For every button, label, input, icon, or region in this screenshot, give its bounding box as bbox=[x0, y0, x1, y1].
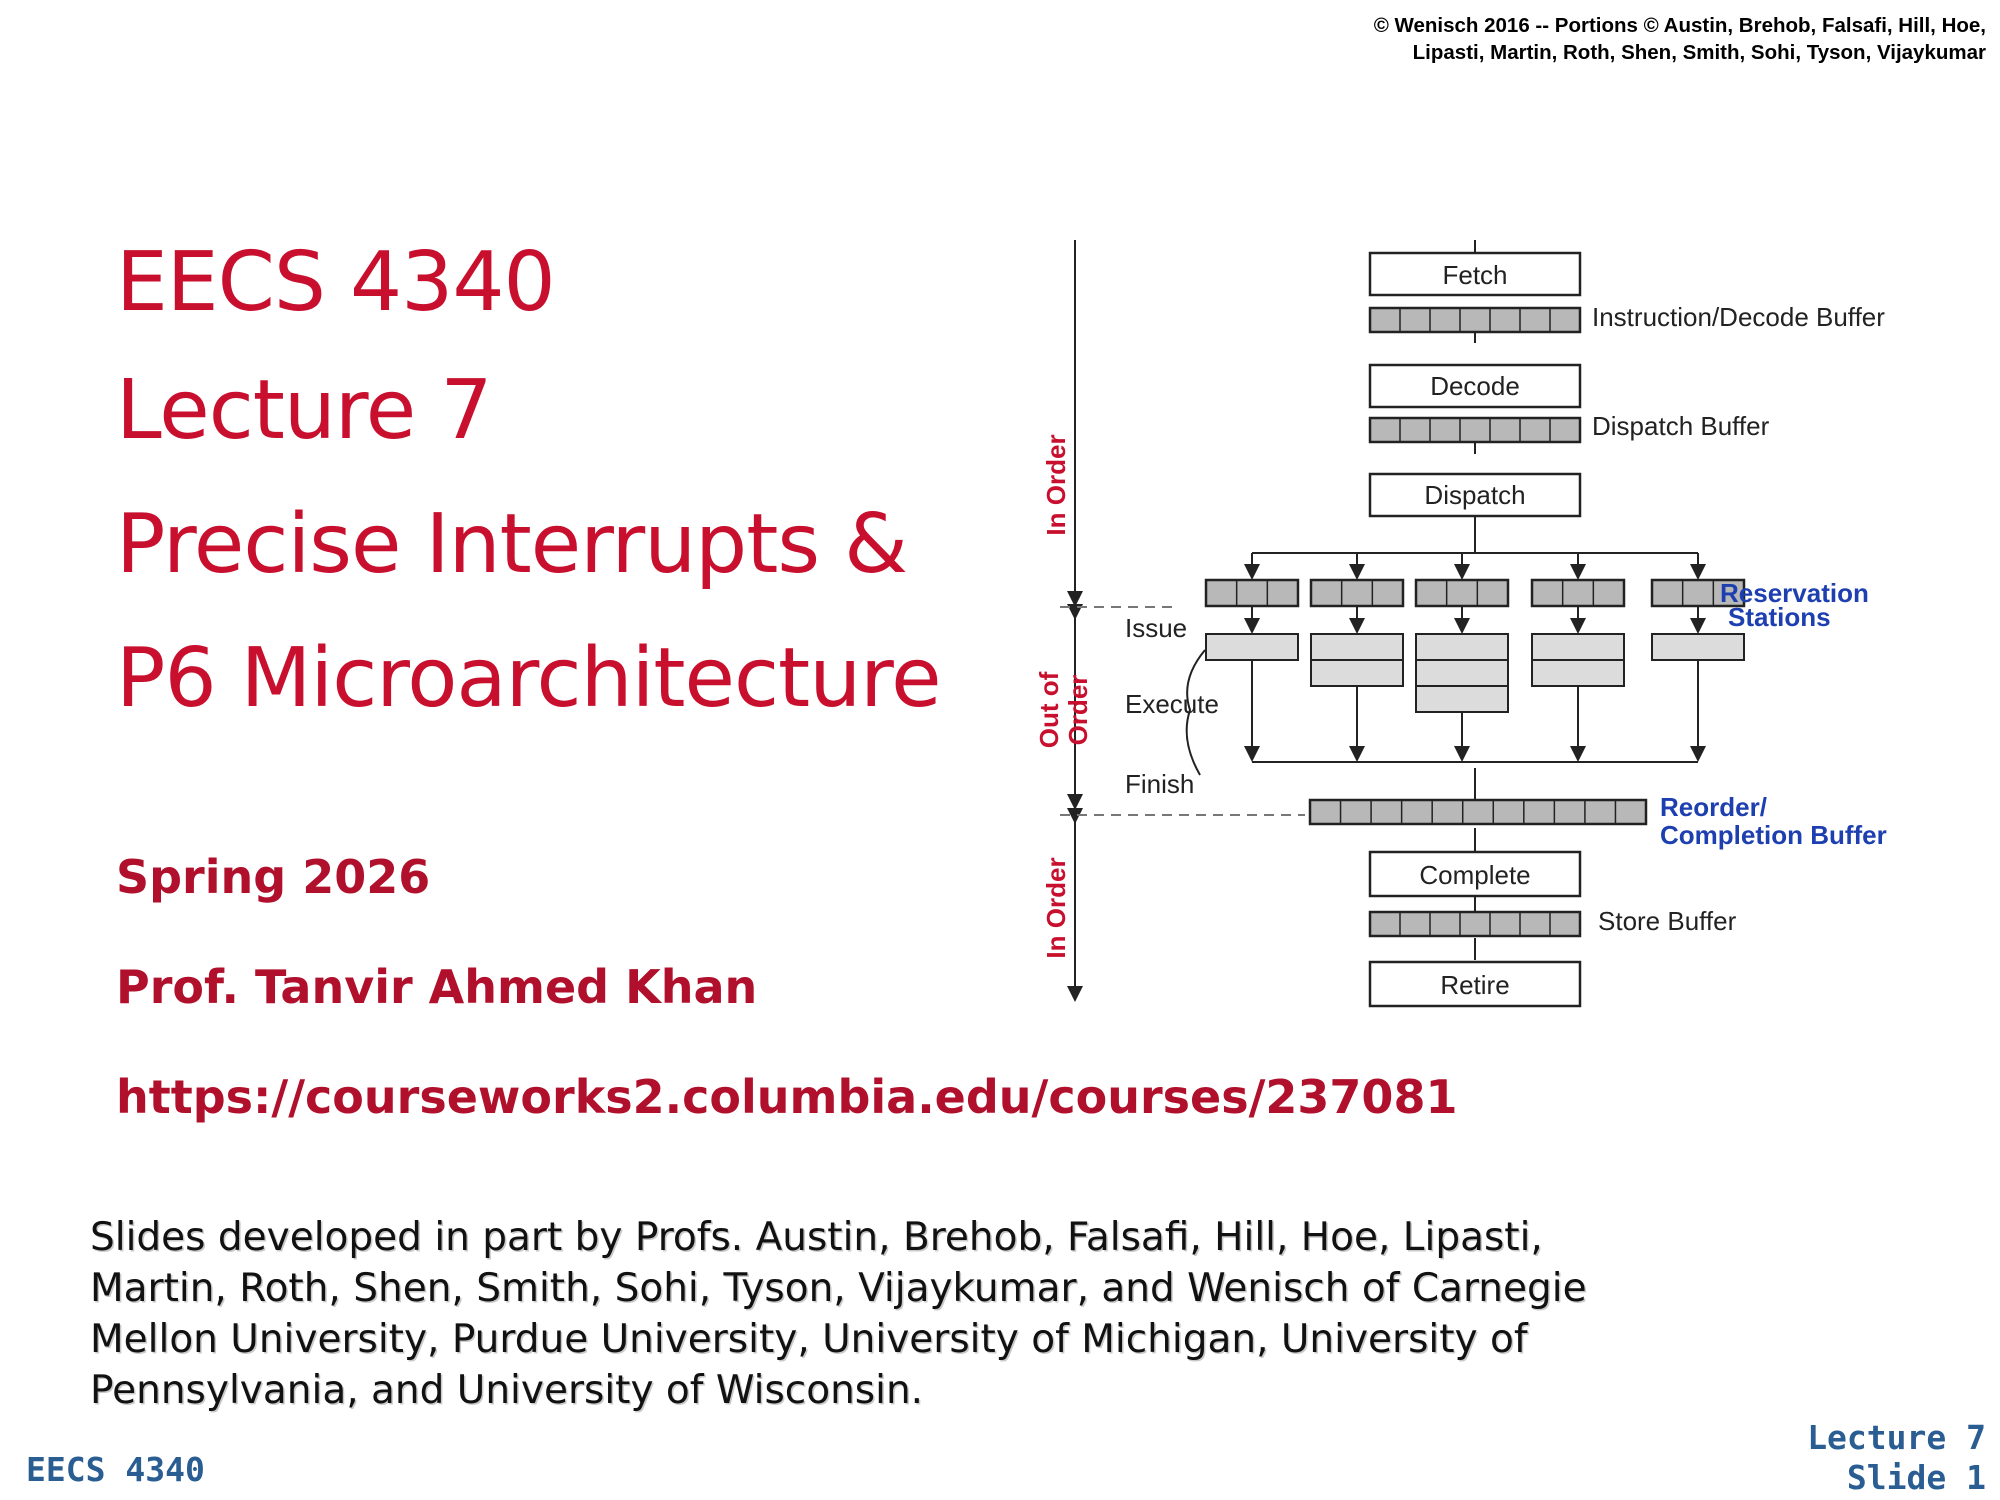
lecture-number: Lecture 7 bbox=[116, 363, 493, 458]
pipeline-diagram: In Order Out of Order In Order Issue Exe… bbox=[1034, 240, 1887, 1008]
complete-label: Complete bbox=[1419, 860, 1530, 890]
topic-line-1: Precise Interrupts & bbox=[116, 497, 908, 592]
credits-line-2: Martin, Roth, Shen, Smith, Sohi, Tyson, … bbox=[90, 1266, 1587, 1311]
reservation-station-1 bbox=[1204, 578, 1300, 608]
footer-course: EECS 4340 bbox=[26, 1450, 205, 1489]
store-buffer bbox=[1368, 910, 1582, 938]
course-title: EECS 4340 bbox=[116, 235, 556, 330]
instruction-decode-buffer bbox=[1368, 306, 1582, 334]
retire-label: Retire bbox=[1440, 970, 1509, 1000]
reorder-completion-buffer bbox=[1308, 798, 1648, 826]
professor-name: Prof. Tanvir Ahmed Khan bbox=[116, 960, 758, 1014]
credits-line-1: Slides developed in part by Profs. Austi… bbox=[90, 1215, 1543, 1260]
label-issue: Issue bbox=[1125, 613, 1187, 643]
label-in-order-top: In Order bbox=[1041, 434, 1071, 535]
fetch-stage bbox=[1368, 251, 1582, 297]
reservation-station-5 bbox=[1650, 578, 1746, 608]
copyright-line-2: Lipasti, Martin, Roth, Shen, Smith, Sohi… bbox=[1412, 41, 1986, 64]
dispatch-label: Dispatch bbox=[1424, 480, 1525, 510]
term: Spring 2026 bbox=[116, 850, 431, 904]
topic-line-2: P6 Microarchitecture bbox=[116, 631, 942, 726]
execute-brace bbox=[1185, 649, 1206, 776]
label-in-order-bottom: In Order bbox=[1041, 857, 1071, 958]
copyright-notice: © Wenisch 2016 -- Portions © Austin, Bre… bbox=[1086, 12, 1986, 66]
reservation-stations-label-1: Reservation bbox=[1720, 578, 1869, 608]
footer-slide-number: Slide 1 bbox=[1846, 1458, 1986, 1497]
dispatch-buffer-label: Dispatch Buffer bbox=[1592, 411, 1770, 441]
reorder-buffer-label-1: Reorder/ bbox=[1660, 792, 1767, 822]
reservation-station-2 bbox=[1309, 578, 1405, 608]
store-buffer-label: Store Buffer bbox=[1598, 906, 1737, 936]
decode-label: Decode bbox=[1430, 371, 1520, 401]
fetch-label: Fetch bbox=[1442, 260, 1507, 290]
dispatch-buffer bbox=[1368, 416, 1582, 444]
function-unit-5 bbox=[1650, 553, 1746, 762]
reservation-station-3 bbox=[1414, 578, 1510, 608]
footer-slide-info: Lecture 7 Slide 1 bbox=[1807, 1418, 1986, 1498]
reservation-station-4 bbox=[1530, 578, 1626, 608]
function-unit-4 bbox=[1530, 553, 1626, 762]
function-unit-3 bbox=[1414, 553, 1510, 762]
label-execute: Execute bbox=[1125, 689, 1219, 719]
decode-stage bbox=[1368, 363, 1582, 409]
credits-line-4: Pennsylvania, and University of Wisconsi… bbox=[90, 1368, 924, 1413]
credits-text: Slides developed in part by Profs. Austi… bbox=[90, 1212, 1790, 1416]
label-out-of-order-1: Out of bbox=[1034, 671, 1064, 748]
footer-lecture: Lecture 7 bbox=[1807, 1418, 1986, 1457]
complete-stage bbox=[1368, 850, 1582, 898]
reorder-buffer-label-2: Completion Buffer bbox=[1660, 820, 1887, 850]
label-out-of-order-2: Order bbox=[1063, 675, 1093, 746]
label-finish: Finish bbox=[1125, 769, 1194, 799]
copyright-line-1: © Wenisch 2016 -- Portions © Austin, Bre… bbox=[1373, 14, 1986, 37]
function-unit-1 bbox=[1204, 553, 1300, 762]
credits-line-3: Mellon University, Purdue University, Un… bbox=[90, 1317, 1528, 1362]
course-url[interactable]: https://courseworks2.columbia.edu/course… bbox=[116, 1070, 1458, 1124]
dispatch-stage bbox=[1368, 472, 1582, 518]
retire-stage bbox=[1368, 960, 1582, 1008]
instruction-decode-buffer-label: Instruction/Decode Buffer bbox=[1592, 302, 1885, 332]
reservation-stations-label-2: Stations bbox=[1728, 602, 1831, 632]
function-unit-2 bbox=[1309, 553, 1405, 762]
slide-title: EECS 4340 Lecture 7 Precise Interrupts &… bbox=[116, 222, 996, 746]
